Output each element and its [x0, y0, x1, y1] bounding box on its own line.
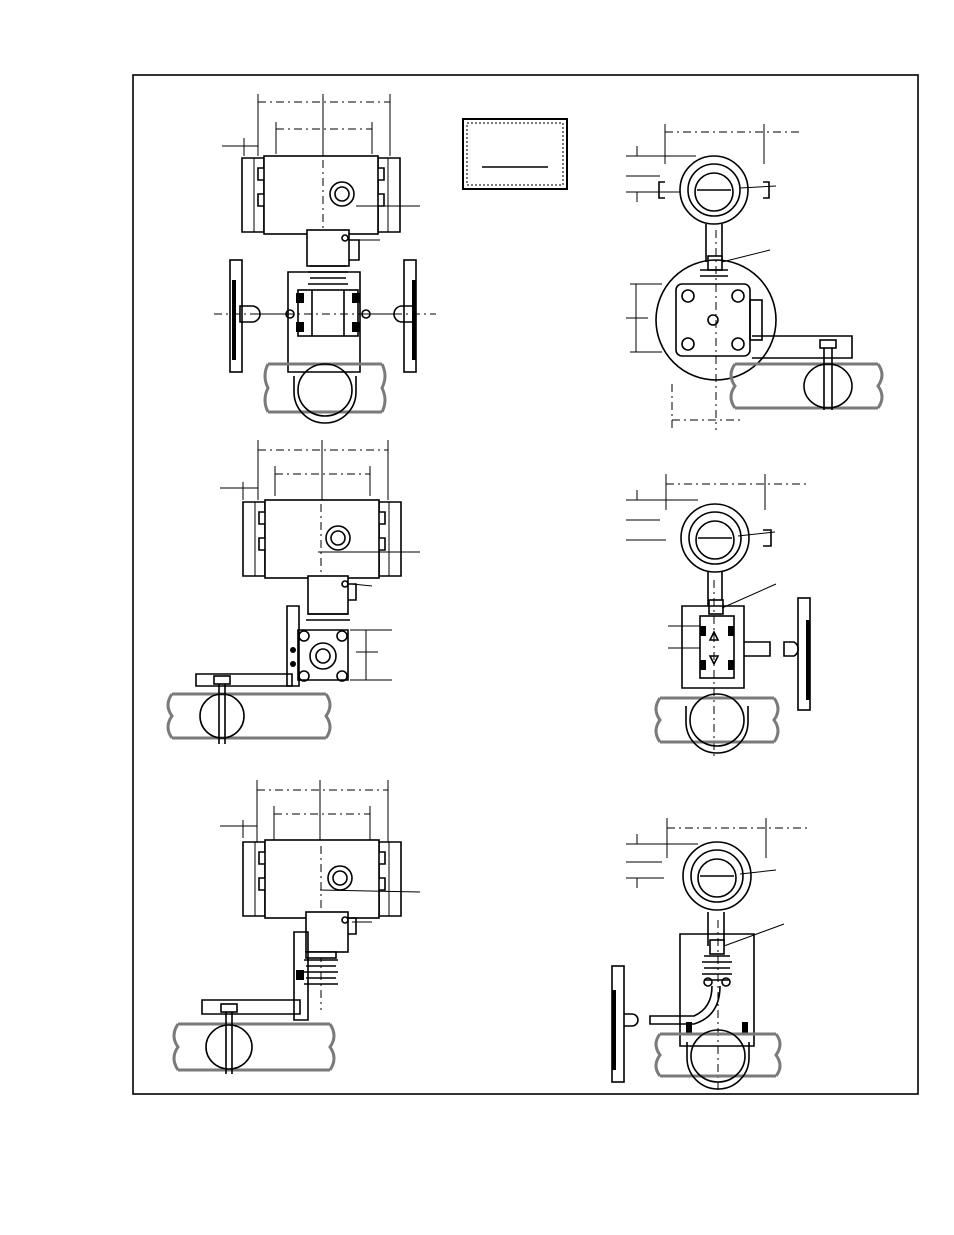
view-a-front-flanged — [214, 94, 436, 423]
view-c-front-vertical — [174, 780, 420, 1074]
figure-border — [133, 75, 918, 1094]
view-f-side-vertical — [612, 818, 810, 1090]
view-b-front-bracket — [168, 440, 420, 744]
view-d-side-flanged — [626, 124, 882, 430]
view-e-side-bracket — [626, 474, 810, 760]
note-box — [463, 119, 567, 189]
